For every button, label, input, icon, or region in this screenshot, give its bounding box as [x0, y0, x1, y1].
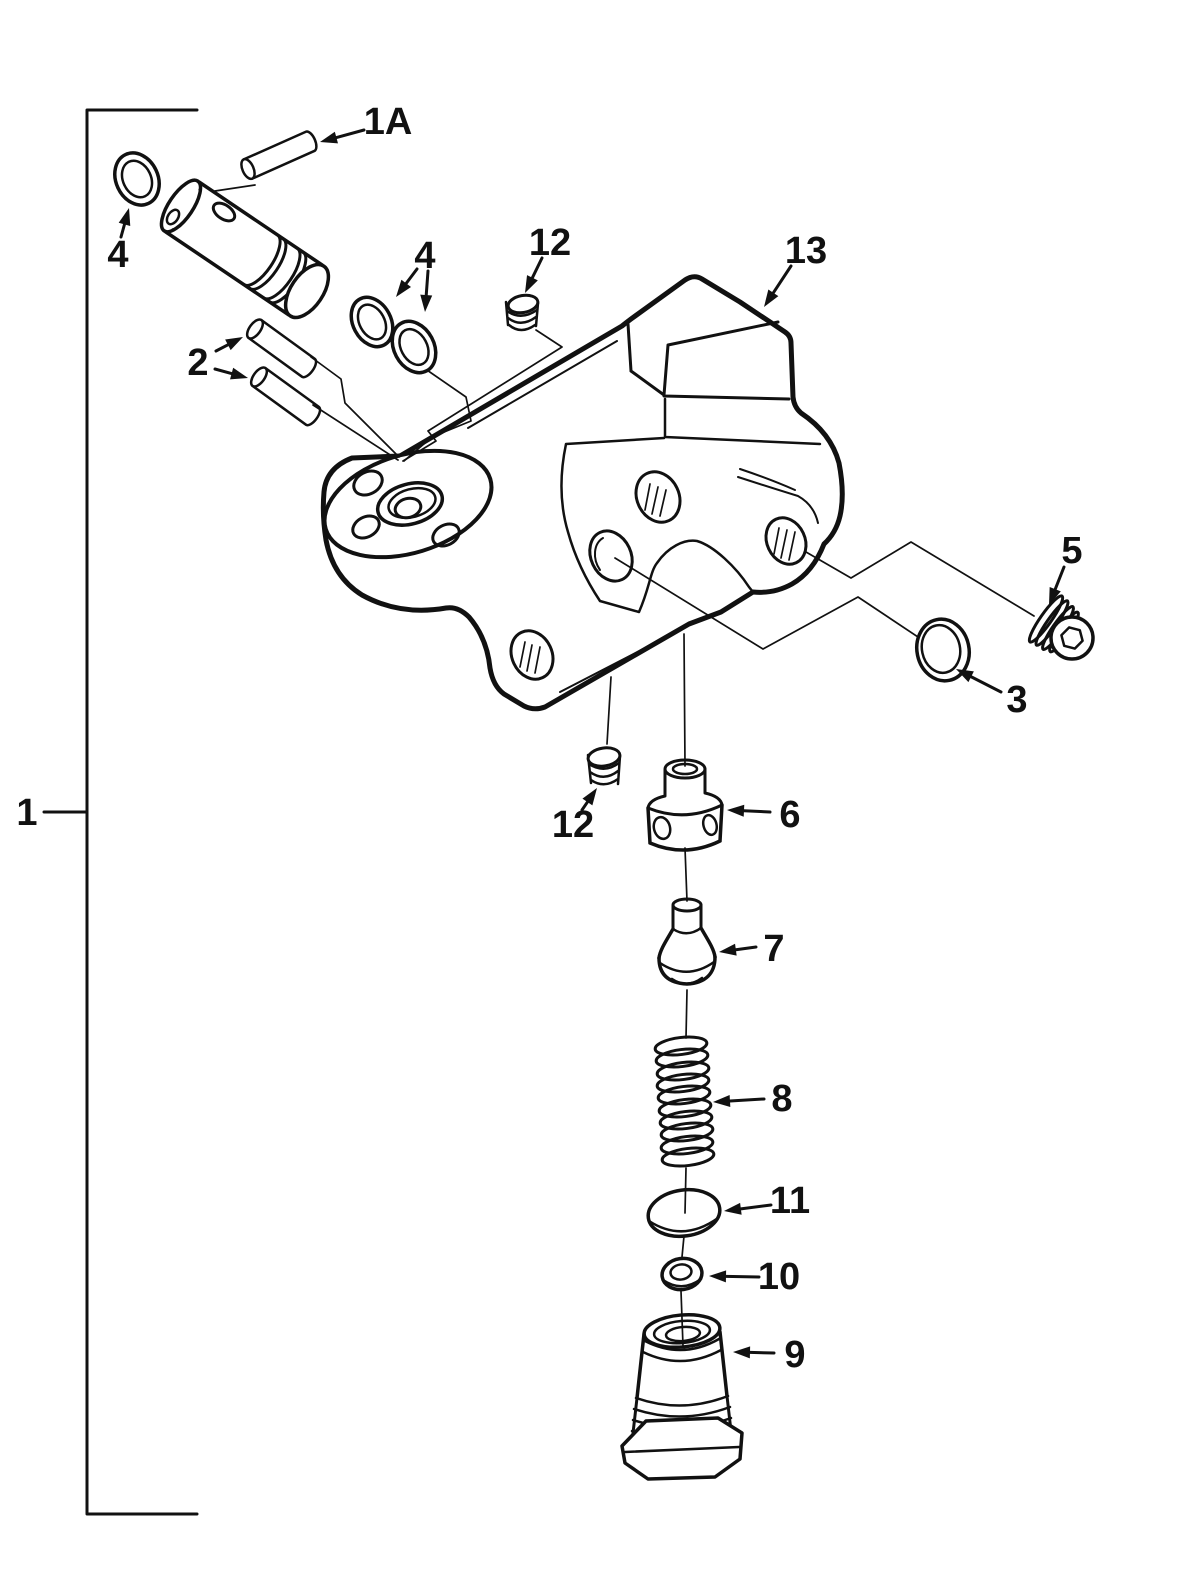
- body-bottom-chamfer: [559, 628, 683, 693]
- body-step-lines: [663, 397, 822, 446]
- callout-4-left-arrowhead-icon: [118, 208, 131, 226]
- callout-6-arrowhead-icon: [727, 804, 745, 817]
- callout-8: 8: [771, 1078, 792, 1120]
- body-flange-center-boss: [375, 481, 445, 527]
- callout-4-pair: 4: [414, 235, 435, 277]
- callout-layer: 1 1A 4 2 4 12 13 5 3 12 6 7 8 11 10 9: [16, 101, 1082, 1376]
- callout-11-arrowhead-icon: [724, 1202, 742, 1215]
- callout-12-top-arrowhead-icon: [525, 275, 538, 293]
- plug5-hex-socket: [1060, 626, 1084, 650]
- callout-3-leader-line-0: [969, 675, 1003, 694]
- callout-12-top: 12: [529, 222, 571, 264]
- callout-4-left: 4: [107, 234, 128, 276]
- body-plain-hole: [588, 529, 634, 583]
- part-5-hex-socket-plug: [1027, 594, 1095, 661]
- callout-1: 1: [16, 792, 37, 834]
- group-bracket: [85, 108, 199, 1516]
- callout-5: 5: [1061, 530, 1082, 572]
- callout-3-arrowhead-icon: [956, 669, 974, 683]
- callout-12-bottom: 12: [552, 804, 594, 846]
- callout-10-arrowhead-icon: [709, 1270, 727, 1283]
- callout-5-leader-line-0: [1053, 565, 1066, 591]
- callout-12-bottom-leader-line-0: [580, 800, 589, 812]
- part-2-pin-lower: [249, 366, 322, 427]
- callout-9-leader-line-0: [748, 1350, 776, 1355]
- callout-2-arrowhead-icon: [225, 337, 243, 351]
- callout-10-leader-line-0: [724, 1274, 761, 1279]
- callout-4-pair-arrowhead-icon: [420, 294, 433, 312]
- part-4-oring-left: [113, 151, 161, 207]
- callout-3: 3: [1006, 679, 1027, 721]
- part-6-spring-seat: [646, 758, 724, 852]
- body-mounting-pad: [560, 436, 755, 614]
- part-11-disc: [646, 1187, 722, 1239]
- callout-4-pair-leader-line-1: [424, 269, 430, 297]
- part-spool: [159, 178, 331, 320]
- part-10-washer: [660, 1256, 704, 1292]
- callout-13-leader-line-0: [771, 264, 793, 295]
- part-13-valve-body: [320, 274, 845, 712]
- body-threaded-hole-right: [764, 516, 808, 566]
- callout-9-arrowhead-icon: [733, 1346, 751, 1359]
- callout-2-leader-line-0: [214, 343, 230, 353]
- body-top-chamfer: [467, 340, 618, 429]
- callout-7: 7: [763, 928, 784, 970]
- part-2-pin-upper: [245, 318, 318, 379]
- part-12-plug-top: [504, 293, 540, 332]
- callout-4-pair-leader-line-0: [404, 267, 419, 285]
- body-foot-threaded-hole: [509, 629, 555, 681]
- callout-4-left-leader-line-0: [119, 222, 126, 239]
- spool-top-slot: [211, 201, 237, 223]
- callout-11: 11: [770, 1180, 810, 1222]
- body-boss-edges: [626, 320, 791, 401]
- part-4-oring-pair: [349, 295, 438, 375]
- callout-11-leader-line-0: [739, 1203, 773, 1211]
- callout-2: 2: [187, 342, 208, 384]
- callout-8-leader-line-0: [728, 1097, 766, 1103]
- callout-1a-leader-line-0: [334, 128, 366, 140]
- callout-9: 9: [784, 1334, 805, 1376]
- chain-center-lines: [606, 633, 688, 1347]
- callout-7-leader-line-0: [734, 945, 758, 952]
- part-12-plug-bottom: [586, 746, 622, 786]
- callout-5-arrowhead-icon: [1049, 586, 1061, 605]
- body-threaded-hole-upper: [634, 470, 682, 524]
- callout-2-arrowhead-icon: [230, 367, 248, 380]
- part-7-poppet: [657, 897, 717, 986]
- callout-2-leader-line-1: [213, 367, 234, 376]
- callout-1a: 1A: [364, 101, 413, 143]
- callout-4-pair-arrowhead-icon: [396, 279, 411, 297]
- callout-7-arrowhead-icon: [719, 943, 737, 956]
- callout-8-arrowhead-icon: [713, 1095, 731, 1107]
- plug5-face: [1049, 615, 1095, 661]
- body-pad-chamfer: [737, 468, 819, 524]
- spool-side-hole: [165, 208, 181, 226]
- part-8-spring: [653, 1035, 716, 1168]
- callout-10: 10: [758, 1256, 800, 1298]
- callout-6: 6: [779, 794, 800, 836]
- callout-12-top-leader-line-0: [530, 256, 544, 280]
- part-3-oring: [915, 617, 971, 683]
- callout-13: 13: [785, 230, 827, 272]
- callout-1a-arrowhead-icon: [320, 131, 338, 144]
- callout-12-bottom-arrowhead-icon: [582, 788, 597, 806]
- body-flange-holes: [351, 469, 461, 548]
- part-1a-pin: [240, 130, 318, 181]
- callout-13-arrowhead-icon: [764, 289, 779, 307]
- callout-6-leader-line-0: [742, 809, 772, 814]
- assembly-trace-lines: [214, 184, 1035, 650]
